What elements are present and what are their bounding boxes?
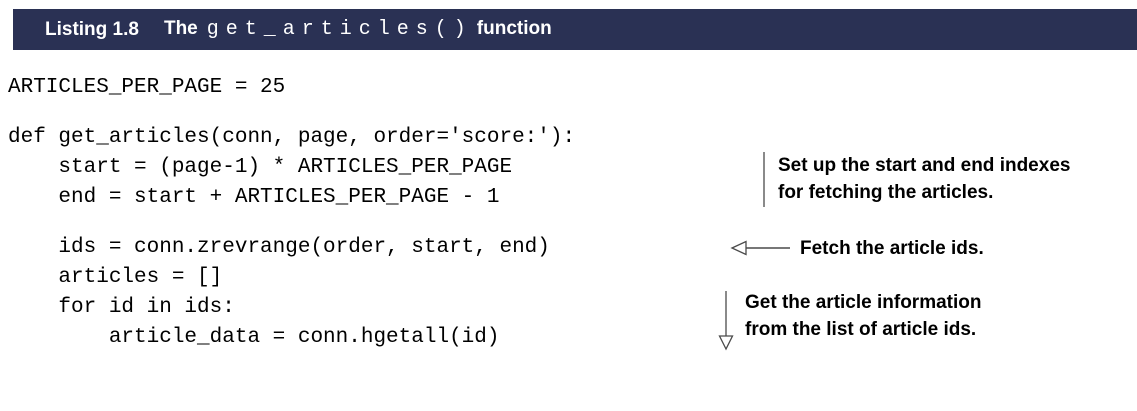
listing-header-bar: Listing 1.8 The get_articles() function — [13, 9, 1137, 50]
annotation-text-line: from the list of article ids. — [745, 319, 977, 340]
listing-title-function-name: get_articles() — [206, 18, 473, 41]
annotation-text-line: Set up the start and end indexes — [778, 155, 1071, 176]
annotation-text-line: Get the article information — [745, 292, 982, 313]
code-line: end = start + ARTICLES_PER_PAGE - 1 — [8, 186, 500, 209]
code-line: articles = [] — [8, 266, 223, 289]
code-line: def get_articles(conn, page, order='scor… — [8, 126, 576, 149]
code-line — [8, 103, 575, 123]
annotation-start-end-indexes: Set up the start and end indexes for fet… — [778, 152, 1070, 206]
listing-title-post: function — [476, 18, 552, 39]
left-arrow-icon — [730, 240, 790, 256]
listing-title: The get_articles() function — [164, 18, 552, 41]
annotation-text-line: Fetch the article ids. — [800, 238, 984, 259]
annotation-bracket-line-icon — [763, 152, 765, 207]
code-line: article_data = conn.hgetall(id) — [8, 326, 500, 349]
code-line — [8, 213, 575, 233]
listing-title-pre: The — [163, 18, 198, 39]
listing-number-label: Listing 1.8 — [45, 18, 139, 40]
code-line: ids = conn.zrevrange(order, start, end) — [8, 236, 550, 259]
code-listing: ARTICLES_PER_PAGE = 25 def get_articles(… — [8, 73, 575, 353]
annotation-get-article-info: Get the article information from the lis… — [745, 289, 981, 343]
annotation-text-line: for fetching the articles. — [778, 182, 994, 203]
down-arrow-icon — [718, 291, 734, 351]
annotation-fetch-article-ids: Fetch the article ids. — [800, 235, 984, 262]
code-line: start = (page-1) * ARTICLES_PER_PAGE — [8, 156, 513, 179]
code-line: for id in ids: — [8, 296, 235, 319]
code-line: ARTICLES_PER_PAGE = 25 — [8, 76, 286, 99]
